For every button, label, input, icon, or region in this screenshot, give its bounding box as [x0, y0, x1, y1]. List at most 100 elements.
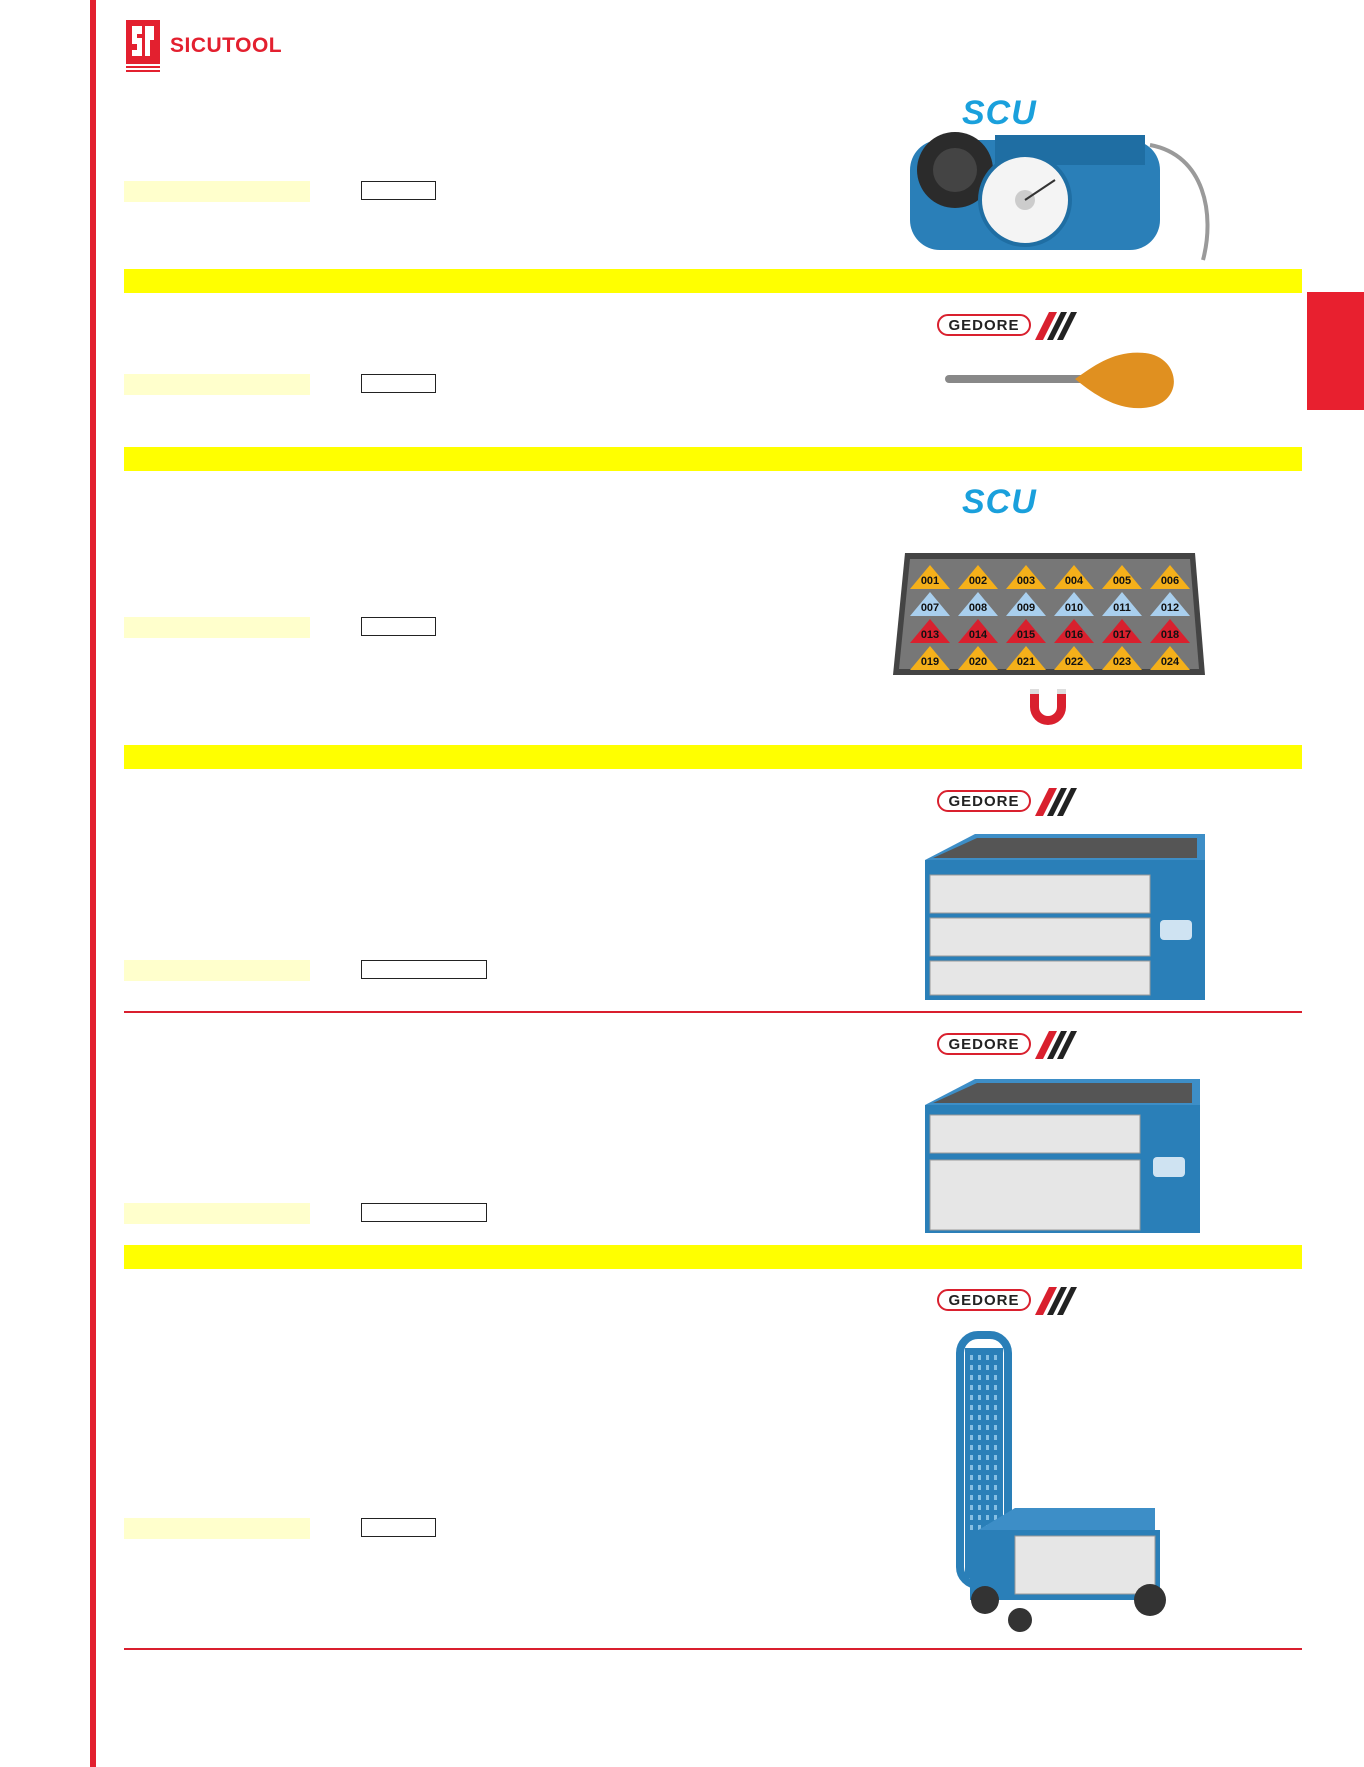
marker-label: 005 — [1113, 575, 1131, 587]
panel-hole — [970, 1505, 973, 1510]
marker-shape — [1150, 646, 1190, 670]
price-box — [361, 960, 487, 979]
marker-shape — [910, 619, 950, 643]
marker-label: 007 — [921, 602, 939, 614]
section-divider-rule — [124, 1648, 1302, 1650]
panel-hole — [978, 1385, 981, 1390]
marker-label: 024 — [1161, 656, 1180, 668]
marker-label: 018 — [1161, 629, 1179, 641]
panel-hole — [994, 1505, 997, 1510]
panel-hole — [986, 1355, 989, 1360]
panel-hole — [978, 1355, 981, 1360]
marker-shape — [1054, 565, 1094, 589]
gedore-wordmark: GEDORE — [937, 314, 1031, 336]
panel-hole — [970, 1495, 973, 1500]
marker-shape — [1102, 565, 1142, 589]
marker-shape — [1150, 592, 1190, 616]
marker-label: 008 — [969, 602, 987, 614]
panel-hole — [978, 1395, 981, 1400]
price-box — [361, 374, 436, 393]
panel-hole — [994, 1355, 997, 1360]
panel-hole — [986, 1445, 989, 1450]
panel-hole — [994, 1455, 997, 1460]
marker-shape — [1102, 619, 1142, 643]
panel-hole — [970, 1455, 973, 1460]
marker-label: 013 — [921, 629, 939, 641]
panel-hole — [994, 1375, 997, 1380]
panel-hole — [986, 1465, 989, 1470]
gedore-stripes-icon — [1035, 312, 1077, 340]
marker-shape — [910, 565, 950, 589]
panel-hole — [994, 1405, 997, 1410]
marker-shape — [1102, 646, 1142, 670]
marker-shape — [1006, 592, 1046, 616]
code-cell — [124, 374, 310, 395]
brand-logo-scu: SCU — [962, 483, 1037, 521]
panel-hole — [970, 1435, 973, 1440]
price-box — [361, 617, 436, 636]
marker-label: 002 — [969, 575, 987, 587]
panel-hole — [970, 1525, 973, 1530]
panel-hole — [986, 1515, 989, 1520]
marker-shape — [1102, 592, 1142, 616]
rubber-bulb-blower-image — [945, 352, 1174, 409]
section-divider-rule — [124, 1011, 1302, 1013]
marker-label: 003 — [1017, 575, 1035, 587]
panel-hole — [978, 1515, 981, 1520]
marker-label: 011 — [1113, 602, 1131, 614]
panel-hole — [986, 1425, 989, 1430]
marker-shape — [1150, 565, 1190, 589]
section-divider-band — [124, 447, 1302, 471]
panel-hole — [994, 1445, 997, 1450]
marker-label: 012 — [1161, 602, 1179, 614]
gedore-wordmark: GEDORE — [937, 1289, 1031, 1311]
panel-hole — [970, 1425, 973, 1430]
panel-hole — [970, 1515, 973, 1520]
logo-text: SICUTOOL — [170, 34, 283, 57]
sicutool-logo: SICUTOOL — [126, 20, 326, 72]
panel-hole — [994, 1365, 997, 1370]
panel-hole — [986, 1405, 989, 1410]
gedore-stripes-icon — [1035, 788, 1077, 816]
panel-hole — [978, 1485, 981, 1490]
panel-hole — [994, 1385, 997, 1390]
panel-hole — [978, 1465, 981, 1470]
section-divider-band — [124, 269, 1302, 293]
panel-hole — [994, 1395, 997, 1400]
panel-hole — [986, 1485, 989, 1490]
panel-hole — [970, 1385, 973, 1390]
marker-label: 020 — [969, 656, 987, 668]
panel-hole — [986, 1395, 989, 1400]
panel-hole — [986, 1475, 989, 1480]
brand-logo-gedore: GEDORE — [937, 312, 1077, 340]
panel-hole — [994, 1515, 997, 1520]
panel-hole — [986, 1495, 989, 1500]
panel-hole — [994, 1425, 997, 1430]
marker-shape — [1150, 619, 1190, 643]
marker-shape — [1054, 592, 1094, 616]
code-cell — [124, 617, 310, 638]
panel-hole — [978, 1425, 981, 1430]
marker-shape — [1054, 619, 1094, 643]
brand-logo-gedore: GEDORE — [937, 1031, 1077, 1059]
panel-hole — [994, 1485, 997, 1490]
price-box — [361, 181, 436, 200]
gedore-wordmark: GEDORE — [937, 1033, 1031, 1055]
panel-hole — [986, 1365, 989, 1370]
marker-label: 021 — [1017, 656, 1035, 668]
marker-shape — [958, 592, 998, 616]
section-divider-band — [124, 745, 1302, 769]
dial-gauge-image — [910, 132, 1210, 261]
marker-label: 014 — [969, 629, 988, 641]
marker-label: 017 — [1113, 629, 1131, 641]
trolley-image — [956, 1331, 1166, 1632]
marker-label: 019 — [921, 656, 939, 668]
code-cell — [124, 181, 310, 202]
marker-shape — [1006, 646, 1046, 670]
panel-hole — [978, 1405, 981, 1410]
panel-hole — [978, 1445, 981, 1450]
panel-hole — [970, 1395, 973, 1400]
gedore-stripes-icon — [1035, 1031, 1077, 1059]
marker-label: 001 — [921, 575, 939, 587]
panel-hole — [970, 1465, 973, 1470]
